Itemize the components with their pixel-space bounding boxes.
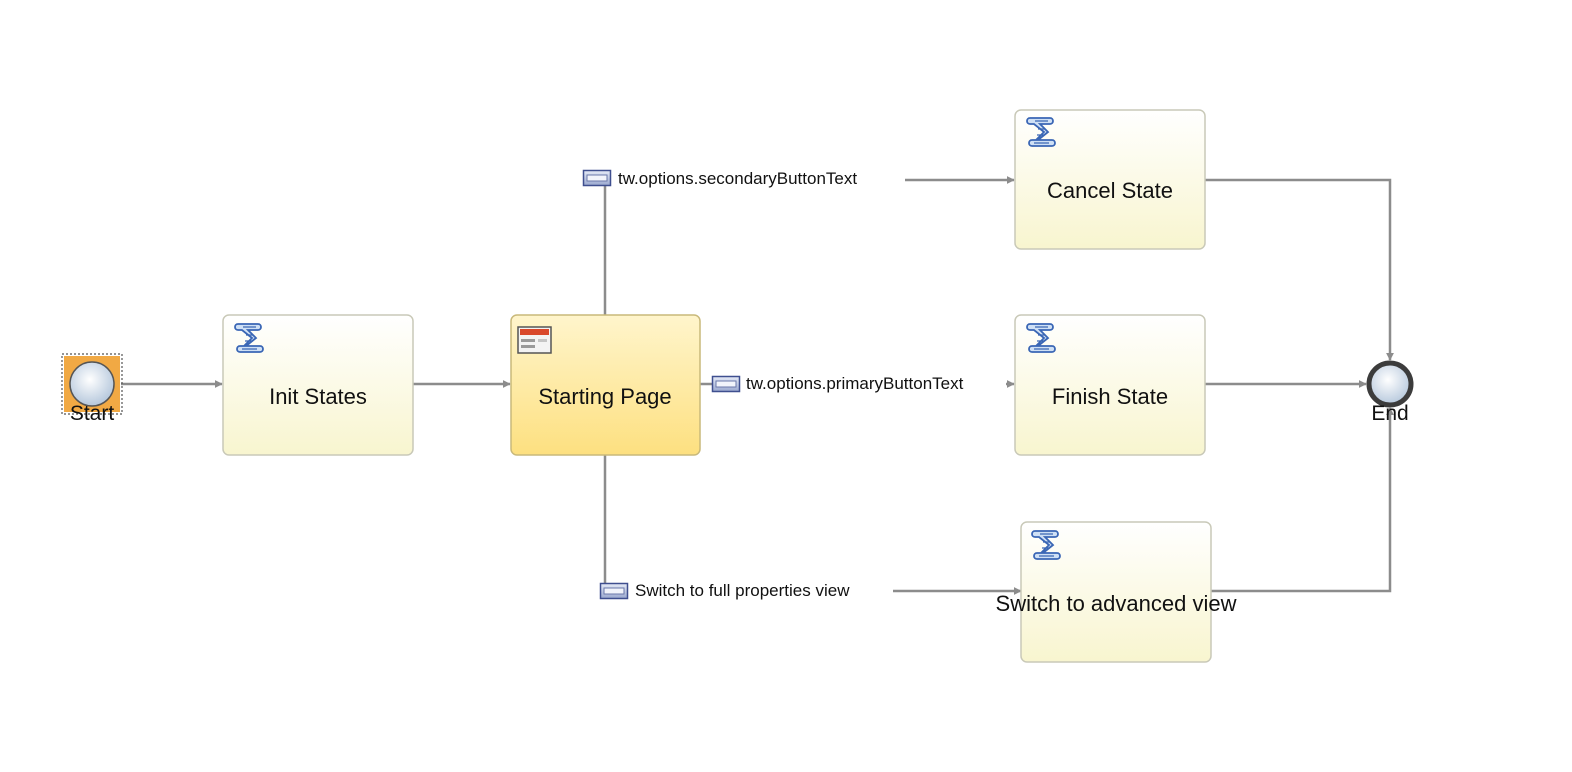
sequence-flow-icon: [582, 169, 612, 187]
selection-box: [61, 353, 123, 415]
end-event[interactable]: End: [1366, 360, 1414, 425]
start-event-label: Start: [70, 402, 115, 425]
task-label: Cancel State: [1047, 178, 1173, 203]
task-label: Init States: [269, 384, 367, 409]
task-switch-to-advanced-view[interactable]: Switch to advanced view: [996, 521, 1237, 663]
flow-label-text: tw.options.primaryButtonText: [746, 374, 964, 393]
flow-label-secondary[interactable]: tw.options.secondaryButtonText: [582, 169, 858, 188]
task-label: Starting Page: [538, 384, 671, 409]
flow-label-primary[interactable]: tw.options.primaryButtonText: [711, 374, 964, 393]
task-label: Switch to advanced view: [996, 591, 1237, 616]
end-event-circle: [1366, 360, 1414, 408]
coach-page-icon: [517, 326, 552, 354]
start-event[interactable]: Start: [61, 353, 123, 425]
flow-cancel-to-end[interactable]: [1205, 178, 1394, 361]
task-finish-state[interactable]: Finish State: [1014, 314, 1206, 456]
flow-label-text: tw.options.secondaryButtonText: [618, 169, 857, 188]
flow-full-properties[interactable]: [603, 455, 1022, 595]
flow-switch-to-end[interactable]: [1211, 407, 1394, 593]
task-cancel-state[interactable]: Cancel State: [1014, 109, 1206, 250]
flow-secondary-button[interactable]: [603, 176, 1015, 315]
sequence-flow-icon: [599, 582, 629, 600]
task-label: Finish State: [1052, 384, 1168, 409]
task-init-states[interactable]: Init States: [222, 314, 414, 456]
flow-label-text: Switch to full properties view: [635, 581, 850, 600]
flow-label-full-properties[interactable]: Switch to full properties view: [599, 581, 851, 600]
start-event-circle: [69, 361, 115, 407]
end-event-label: End: [1371, 402, 1408, 425]
task-starting-page[interactable]: Starting Page: [510, 314, 701, 456]
sequence-flow-icon: [711, 375, 741, 393]
